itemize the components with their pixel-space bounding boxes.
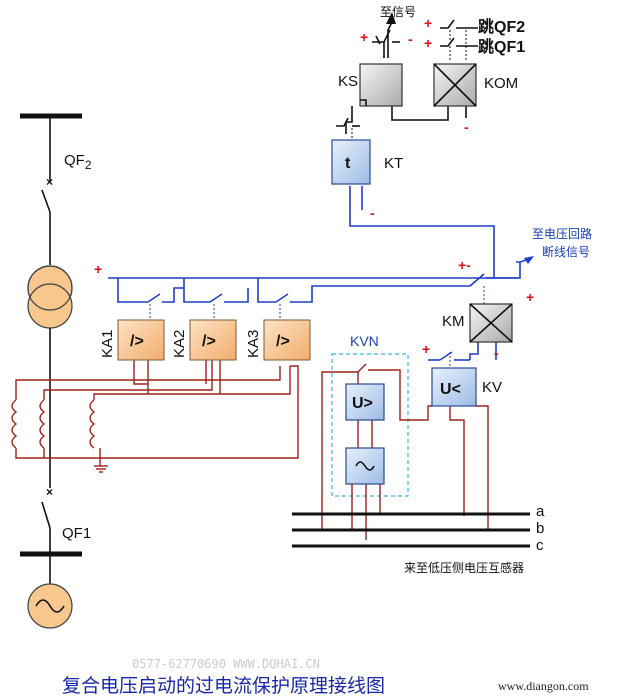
kv-relay: U< <box>431 367 477 407</box>
ka1-symbol: /> <box>130 333 144 350</box>
bus-c-label: c <box>536 537 544 554</box>
kom-relay <box>433 63 477 107</box>
qf2-cross: × <box>46 175 53 189</box>
negative-sequence-filter <box>345 447 385 485</box>
ka3-label: KA3 <box>245 330 262 358</box>
voltage-loop-label-1: 至电压回路 <box>532 226 592 241</box>
ka2-symbol: /> <box>202 333 216 350</box>
ka1-relay: /> <box>117 319 165 361</box>
ka3-symbol: /> <box>276 333 290 350</box>
qf1-blade <box>41 501 51 529</box>
top-control-section <box>336 12 478 140</box>
polarity-markers: + - + + - - + +- + + - <box>94 15 534 361</box>
pt-source-label: 来至低压侧电压互感器 <box>404 560 524 575</box>
ka1-label: KA1 <box>99 330 116 358</box>
kv-label: KV <box>482 379 502 396</box>
minus-mark: - <box>464 119 469 135</box>
qf1-label: QF1 <box>62 525 91 542</box>
generator-wave <box>35 599 65 613</box>
primary-circuit: × × <box>20 113 82 629</box>
trip-qf1-label: 跳QF1 <box>478 37 525 56</box>
current-transformers <box>11 360 299 473</box>
watermark: 0577-62770690 WWW.DQHAI.CN <box>132 657 320 671</box>
kvn-boundary <box>331 353 409 497</box>
qf2-blade <box>41 189 51 213</box>
plus-mark: + <box>526 289 534 305</box>
trip-qf2-label: 跳QF2 <box>478 17 525 36</box>
signal-label: 至信号 <box>380 5 416 19</box>
voltage-loop-label-2: 断线信号 <box>542 244 590 259</box>
kom-label: KOM <box>484 75 518 92</box>
minus-mark: - <box>408 31 413 47</box>
kt-label: KT <box>384 155 403 172</box>
ka2-label: KA2 <box>171 330 188 358</box>
minus-mark: - <box>494 345 499 361</box>
site-url: www.diangon.com <box>498 679 589 693</box>
qf1-cross: × <box>46 485 53 499</box>
kv-symbol: U< <box>440 381 461 398</box>
ks-label: KS <box>338 73 358 90</box>
plus-mark: + <box>422 341 430 357</box>
bus-b-label: b <box>536 520 544 537</box>
dc-control-circuit <box>108 186 534 366</box>
ka3-relay: /> <box>263 319 311 361</box>
diagram-title: 复合电压启动的过电流保护原理接线图 <box>62 675 385 696</box>
qf2-label: QF2 <box>64 152 92 172</box>
voltage-buses <box>292 512 530 548</box>
plus-mark: + <box>424 15 432 31</box>
plus-mark: + <box>94 261 102 277</box>
km-label: KM <box>442 313 465 330</box>
plus-mark: + <box>360 29 368 45</box>
plus-mark: + <box>424 35 432 51</box>
ks-relay <box>359 63 403 107</box>
km-relay <box>469 303 513 343</box>
ct-coil-a <box>11 399 18 449</box>
plus-minus-mark: +- <box>458 257 471 273</box>
kt-relay: t <box>331 139 371 185</box>
ct-coil-b <box>39 399 46 449</box>
ct-coil-c <box>89 399 96 449</box>
kvn-label: KVN <box>350 333 379 349</box>
ka2-relay: /> <box>189 319 237 361</box>
kvn-relay: U> <box>345 383 385 421</box>
filter-symbol <box>355 461 375 471</box>
transformer-secondary-winding <box>27 283 73 329</box>
minus-mark: - <box>370 205 375 221</box>
kvn-symbol: U> <box>352 395 373 412</box>
bus-a-label: a <box>536 503 545 520</box>
kt-symbol: t <box>345 155 351 172</box>
